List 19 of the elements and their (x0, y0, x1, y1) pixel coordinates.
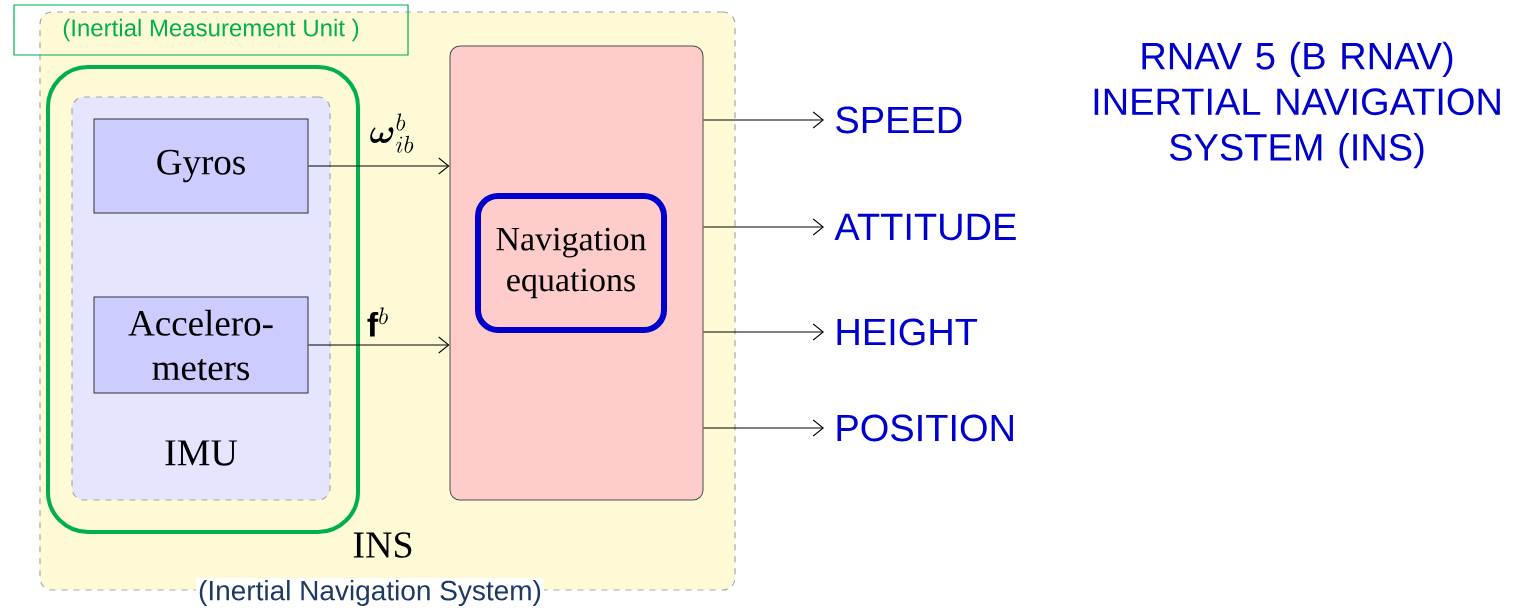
arrow (703, 419, 824, 437)
node-text: SPEED (836, 106, 962, 134)
arrow (308, 336, 450, 354)
node-text: ATTITUDE (834, 213, 1016, 241)
group-outline (46, 65, 360, 534)
node-text: HEIGHT (837, 318, 978, 346)
edge-label: $\boldsymbol{\omega}^{b}_{ib}$ (370, 113, 414, 153)
arrow (703, 218, 824, 236)
arrow (308, 157, 450, 175)
arrow (703, 323, 824, 341)
edge-label: $\mathbf{f}^{b}$ (367, 307, 388, 337)
title-box: (Inertial Measurement Unit ) (13, 4, 409, 56)
sensor-box: Accelero- meters (93, 296, 309, 394)
title: RNAV 5 (B RNAV) INERTIAL NAVIGATION SYSTEM (INS) (1094, 41, 1500, 169)
node-text: POSITION (837, 414, 1013, 442)
arrow (703, 111, 824, 129)
sensor-box: Gyros (93, 118, 309, 214)
equation-box: Navigation equations (475, 193, 667, 333)
processor-box (449, 45, 704, 501)
